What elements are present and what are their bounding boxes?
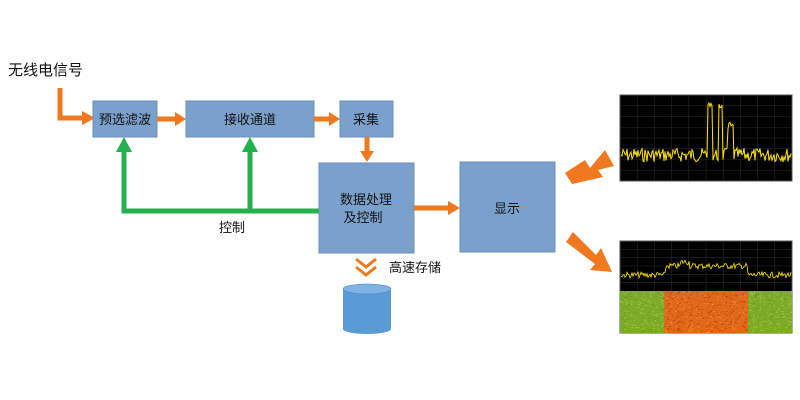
receive-channel-label: 接收通道	[224, 112, 276, 128]
processing-block: 数据处理 及控制	[318, 162, 415, 254]
database-icon	[342, 283, 392, 334]
waterfall-spectrum-trace	[620, 259, 792, 280]
processing-label-line2: 及控制	[343, 211, 382, 226]
waterfall-noise-texture	[620, 291, 793, 333]
filter-to-receive-arrow	[157, 112, 186, 126]
receive-channel-block: 接收通道	[185, 100, 315, 138]
processing-to-display-arrow	[414, 201, 460, 215]
display-to-waterfall-arrow	[566, 232, 612, 272]
input-signal-label: 无线电信号	[8, 61, 83, 79]
input-signal-arrow	[57, 88, 95, 125]
receive-to-acquisition-arrow	[314, 112, 340, 126]
acquisition-block: 采集	[339, 100, 394, 138]
preselect-filter-label: 预选滤波	[99, 113, 151, 128]
double-chevron-down-icon	[355, 257, 377, 277]
display-to-spectrum-arrow	[565, 150, 614, 184]
preselect-filter-block: 预选滤波	[92, 100, 158, 138]
control-feedback-arrows	[116, 137, 319, 214]
acquisition-label: 采集	[353, 112, 379, 128]
spectrum-grid	[620, 95, 792, 181]
spectrum-trace	[620, 101, 792, 163]
display-label: 显示	[494, 202, 520, 217]
control-label: 控制	[219, 221, 245, 236]
waterfall-signal-texture	[664, 291, 749, 333]
processing-label-line1: 数据处理	[340, 193, 392, 208]
spectrum-display	[619, 94, 793, 182]
acquisition-to-processing-arrow	[360, 137, 374, 162]
display-block: 显示	[459, 161, 556, 253]
waterfall-display	[619, 240, 793, 334]
storage-label: 高速存储	[389, 260, 441, 276]
